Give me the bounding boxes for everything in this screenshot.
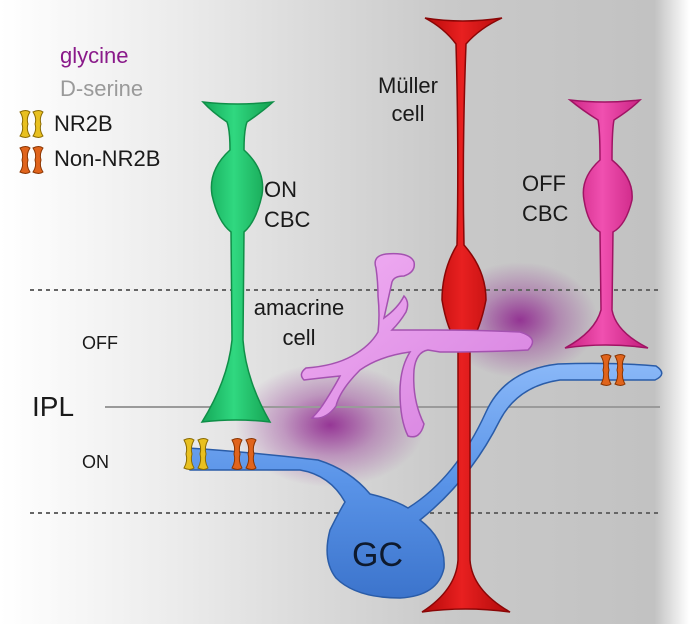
amacrine-cell	[300, 252, 534, 438]
off-cbc-label-line2: CBC	[522, 201, 569, 227]
on-layer-label: ON	[82, 452, 109, 472]
synapse-non-nr2b-icon	[231, 438, 257, 470]
on-cbc-label: ON CBC	[264, 177, 311, 233]
ipl-label: IPL	[32, 391, 75, 422]
muller-cell-label: Müller cell	[368, 73, 448, 127]
amacrine-label-line2: cell	[282, 325, 316, 351]
amacrine-cell-label: amacrine cell	[244, 295, 354, 351]
on-cbc-cell	[200, 100, 276, 423]
gc-label: GC	[352, 536, 403, 574]
muller-cell	[421, 17, 511, 613]
ganglion-cell	[186, 362, 663, 599]
synapse-nr2b-icon	[183, 438, 209, 470]
muller-label-line2: cell	[391, 101, 425, 127]
legend-glycine: glycine	[60, 43, 129, 68]
legend-non-nr2b-icon	[19, 146, 44, 174]
on-cbc-label-line1: ON	[264, 177, 297, 202]
legend-nr2b: NR2B	[54, 111, 113, 136]
legend-nr2b-icon	[19, 110, 44, 138]
amacrine-label-line1: amacrine	[253, 295, 345, 320]
legend-dserine: D-serine	[60, 76, 144, 101]
synapse-off-non-nr2b-icon	[600, 354, 626, 386]
on-cbc-label-line2: CBC	[264, 207, 311, 233]
muller-label-line1: Müller	[378, 73, 438, 98]
off-cbc-label: OFF CBC	[522, 171, 569, 227]
off-cbc-label-line1: OFF	[522, 171, 566, 196]
legend-non-nr2b: Non-NR2B	[54, 146, 161, 171]
off-layer-label: OFF	[82, 333, 118, 353]
off-cbc-cell	[564, 98, 649, 349]
